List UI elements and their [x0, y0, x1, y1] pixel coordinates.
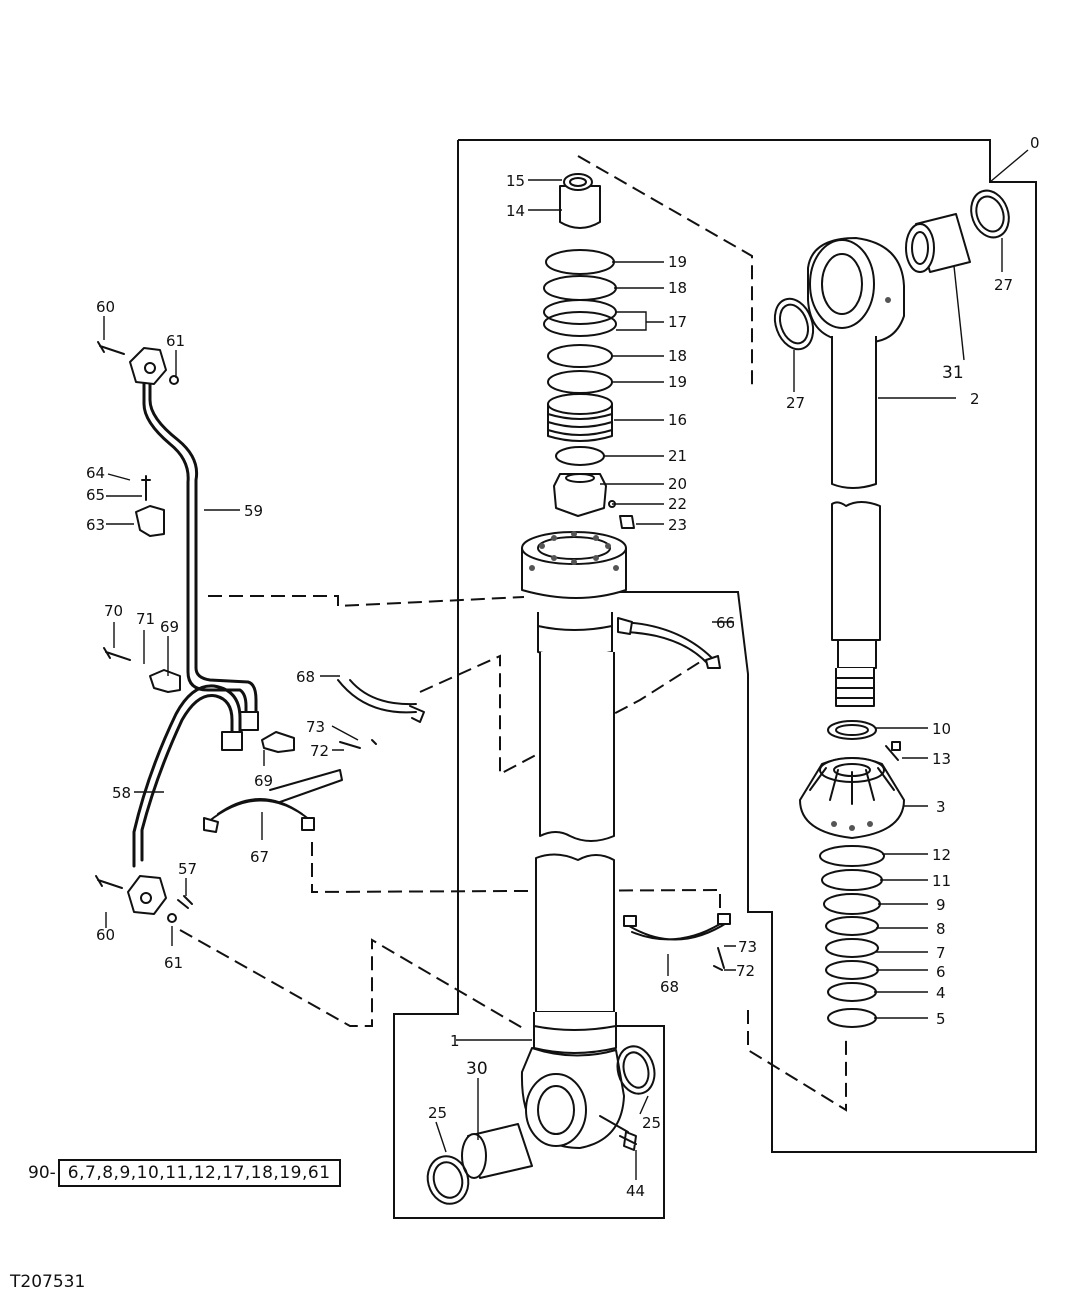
callout-0: 0: [1030, 134, 1040, 152]
callout-30: 30: [466, 1059, 488, 1079]
callout-68: 68: [296, 668, 315, 686]
callout-23: 23: [668, 516, 687, 534]
clamp-69-top: [103, 647, 181, 693]
callout-72: 72: [310, 742, 329, 760]
rod-bushing-31: [905, 213, 971, 273]
grease-fitting-44: [619, 1131, 637, 1151]
seal-27-left: [773, 297, 815, 351]
callout-3: 3: [936, 798, 946, 816]
cylinder-barrel: [520, 531, 629, 1149]
cylinder-head-gland: [799, 720, 905, 1028]
callout-2: 2: [970, 390, 980, 408]
band-68-top: [337, 679, 425, 749]
callout-64: 64: [86, 464, 105, 482]
leader-lines: [103, 149, 1029, 1180]
callout-25: 25: [428, 1104, 447, 1122]
callout-60: 60: [96, 926, 115, 944]
callout-57: 57: [178, 860, 197, 878]
callout-18: 18: [668, 279, 687, 297]
clamp-63: [135, 475, 165, 537]
callout-10: 10: [932, 720, 951, 738]
callout-8: 8: [936, 920, 946, 938]
figure-id: T207531: [10, 1272, 86, 1292]
callout-71: 71: [136, 610, 155, 628]
callout-31: 31: [942, 363, 964, 383]
callout-15: 15: [506, 172, 525, 190]
seal-25-right: [616, 1045, 656, 1095]
callout-21: 21: [668, 447, 687, 465]
callout-73: 73: [306, 718, 325, 736]
callout-73: 73: [738, 938, 757, 956]
base-bushing-30: [461, 1123, 533, 1179]
callout-70: 70: [104, 602, 123, 620]
callout-27: 27: [994, 276, 1013, 294]
pipe-flange-top: [97, 341, 179, 385]
callout-6: 6: [936, 963, 946, 981]
callout-22: 22: [668, 495, 687, 513]
callout-14: 14: [506, 202, 525, 220]
callout-58: 58: [112, 784, 131, 802]
callout-16: 16: [668, 411, 687, 429]
piston-rod: [807, 237, 905, 707]
callout-5: 5: [936, 1010, 946, 1028]
callout-69: 69: [160, 618, 179, 636]
callout-63: 63: [86, 516, 105, 534]
callout-61: 61: [166, 332, 185, 350]
callout-11: 11: [932, 872, 951, 890]
band-68-bottom: [623, 913, 731, 971]
kit-ref-number: 90-: [28, 1163, 56, 1183]
callout-72: 72: [736, 962, 755, 980]
callout-1: 1: [450, 1032, 460, 1050]
piston-assembly: [543, 173, 635, 529]
callout-67: 67: [250, 848, 269, 866]
seal-25-left: [426, 1155, 470, 1205]
callout-27: 27: [786, 394, 805, 412]
callout-18: 18: [668, 347, 687, 365]
callout-60: 60: [96, 298, 115, 316]
callout-66: 66: [716, 614, 735, 632]
callout-20: 20: [668, 475, 687, 493]
callout-69: 69: [254, 772, 273, 790]
callout-17: 17: [668, 313, 687, 331]
callout-59: 59: [244, 502, 263, 520]
callout-44: 44: [626, 1182, 645, 1200]
callout-25: 25: [642, 1114, 661, 1132]
callout-4: 4: [936, 984, 946, 1002]
callout-numbers: 0 15 14 19 18 17 18 19 16 21 20 22 23 27…: [86, 134, 1040, 1200]
callout-68: 68: [660, 978, 679, 996]
seal-27-right: [970, 189, 1010, 239]
callout-9: 9: [936, 896, 946, 914]
callout-19: 19: [668, 253, 687, 271]
callout-65: 65: [86, 486, 105, 504]
band-66: [617, 617, 721, 669]
clamp-69-bottom: [261, 731, 295, 753]
kit-item-list: 6,7,8,9,10,11,12,17,18,19,61: [57, 1159, 341, 1187]
assembly-frame-outlines: [179, 139, 1037, 1219]
pipe-flange-bottom: [95, 875, 193, 923]
callout-19: 19: [668, 373, 687, 391]
callout-12: 12: [932, 846, 951, 864]
repair-kit-legend: 90- 6,7,8,9,10,11,12,17,18,19,61: [28, 1158, 341, 1188]
callout-7: 7: [936, 944, 946, 962]
callout-61: 61: [164, 954, 183, 972]
band-67: [203, 769, 343, 833]
callout-13: 13: [932, 750, 951, 768]
